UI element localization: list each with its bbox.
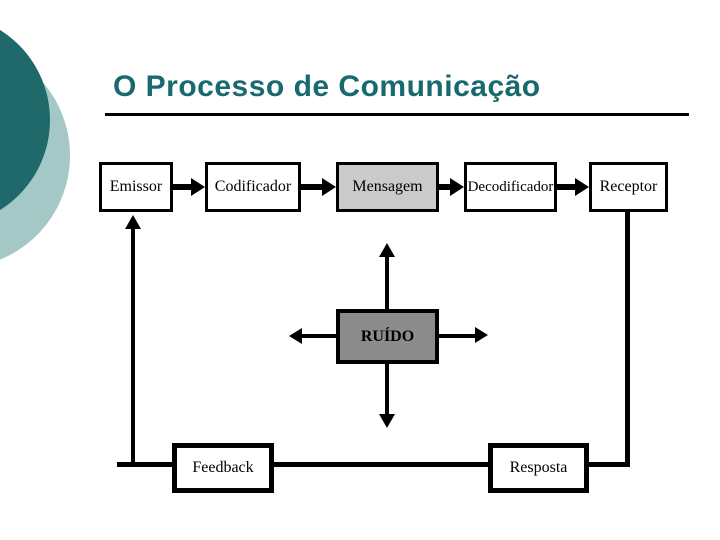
- node-ruido: RUÍDO: [336, 309, 439, 364]
- node-emissor: Emissor: [99, 162, 173, 212]
- slide-title: O Processo de Comunicação: [113, 70, 541, 103]
- node-feedback: Feedback: [172, 443, 274, 493]
- node-decodificador: Decodificador: [464, 162, 557, 212]
- title-underline: [105, 113, 689, 116]
- node-resposta: Resposta: [488, 443, 589, 493]
- node-receptor: Receptor: [589, 162, 668, 212]
- node-mensagem: Mensagem: [336, 162, 439, 212]
- node-codificador: Codificador: [205, 162, 301, 212]
